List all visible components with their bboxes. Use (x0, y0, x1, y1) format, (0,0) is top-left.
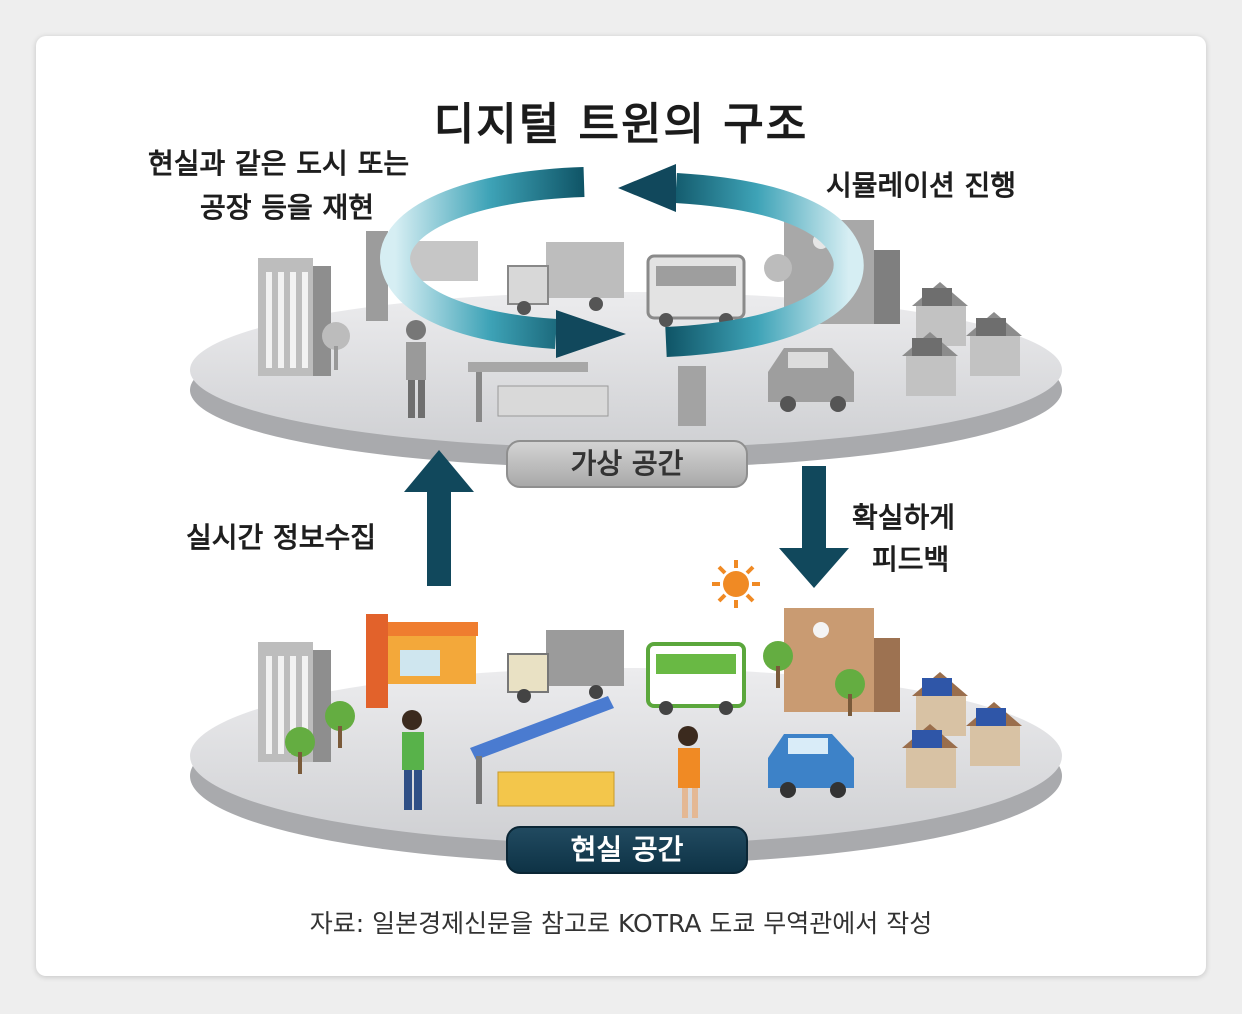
real-truck (507, 630, 624, 703)
sun-icon (712, 560, 760, 608)
virtual-space-label: 가상 공간 (506, 440, 748, 488)
virtual-bus (646, 254, 746, 327)
digital-twin-diagram (190, 164, 1062, 864)
virtual-person (406, 320, 426, 418)
label-feedback-line2: 피드백 (872, 543, 950, 576)
real-shop (366, 614, 478, 708)
real-person-man (402, 710, 424, 810)
label-realtime-collection: 실시간 정보수집 (186, 521, 377, 554)
real-person-woman (678, 726, 700, 818)
simulation-cycle-arrows (380, 164, 864, 358)
real-bus-stop (470, 696, 615, 807)
real-bus (646, 642, 746, 715)
feedback-down-arrow (779, 466, 849, 588)
source-caption: 자료: 일본경제신문을 참고로 KOTRA 도쿄 무역관에서 작성 (309, 909, 933, 938)
virtual-bus-stop (468, 362, 609, 422)
real-car (768, 734, 854, 798)
real-school (763, 608, 900, 716)
real-solar-houses (902, 672, 1022, 788)
real-space-label: 현실 공간 (506, 826, 748, 874)
arrow-head-left (618, 164, 676, 212)
virtual-statue (678, 366, 706, 426)
virtual-office-building (258, 258, 331, 376)
arrow-head-right (556, 310, 626, 358)
virtual-tree (322, 322, 350, 370)
label-reproduce-line2: 공장 등을 재현 (200, 191, 375, 224)
virtual-truck (507, 242, 624, 315)
real-trees-left (285, 701, 355, 774)
label-reproduce-line1: 현실과 같은 도시 또는 (148, 147, 410, 180)
label-feedback-line1: 확실하게 (852, 501, 956, 534)
virtual-car (768, 348, 854, 412)
diagram-title: 디지털 트윈의 구조 (433, 99, 809, 150)
realtime-upload-arrow (404, 450, 474, 586)
label-simulation: 시뮬레이션 진행 (826, 169, 1017, 202)
diagram-card: 디지털 트윈의 구조 현실과 같은 도시 또는 공장 등을 재현 시뮬레이션 진… (36, 36, 1206, 976)
virtual-houses (902, 282, 1022, 396)
